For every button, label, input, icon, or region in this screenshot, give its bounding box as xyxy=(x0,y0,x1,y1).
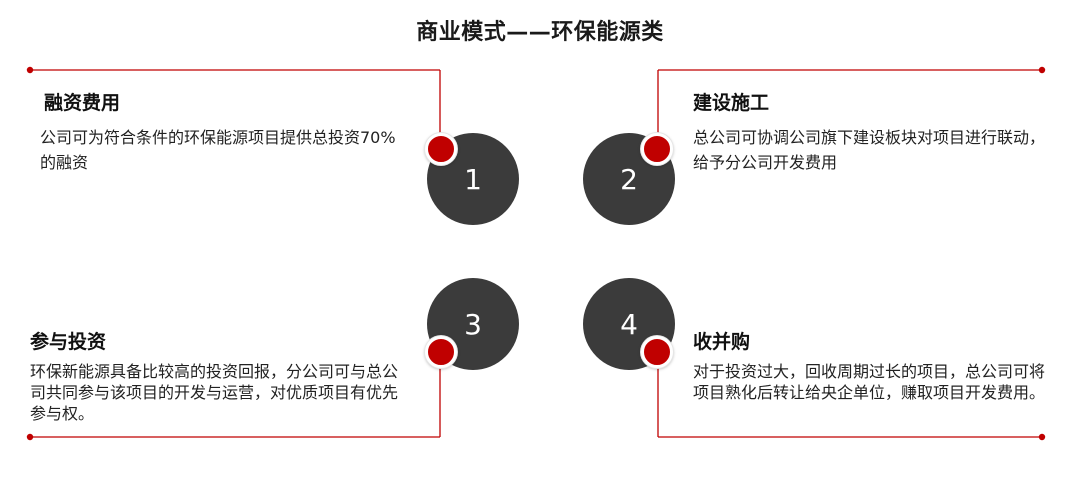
marker-dot-4 xyxy=(641,336,673,368)
description-financing: 公司可为符合条件的环保能源项目提供总投资70%的融资 xyxy=(40,128,396,172)
description-acquisition: 对于投资过大，回收周期过长的项目，总公司可将项目熟化后转让给央企单位，赚取项目开… xyxy=(693,362,1046,402)
marker-dot-2 xyxy=(641,133,673,165)
heading-investment: 参与投资 xyxy=(30,331,107,353)
connector-end-dot-2 xyxy=(1038,66,1046,74)
step-number-3: 3 xyxy=(464,307,482,341)
page-title: 商业模式——环保能源类 xyxy=(416,20,664,45)
step-number-4: 4 xyxy=(620,307,638,341)
step-number-2: 2 xyxy=(620,162,638,196)
heading-acquisition: 收并购 xyxy=(693,331,751,353)
step-circle-3: 3 xyxy=(427,278,519,370)
marker-dot-3 xyxy=(425,336,457,368)
connector-end-dot-3 xyxy=(26,433,34,441)
description-investment: 环保新能源具备比较高的投资回报，分公司可与总公司共同参与该项目的开发与运营，对优… xyxy=(30,362,399,423)
step-number-1: 1 xyxy=(464,162,482,196)
connector-end-dot-1 xyxy=(26,66,34,74)
heading-financing: 融资费用 xyxy=(44,92,121,114)
marker-dot-1 xyxy=(425,133,457,165)
heading-construction: 建设施工 xyxy=(693,92,770,114)
connector-end-dot-4 xyxy=(1038,433,1046,441)
description-construction: 总公司可协调公司旗下建设板块对项目进行联动，给予分公司开发费用 xyxy=(693,128,1046,172)
